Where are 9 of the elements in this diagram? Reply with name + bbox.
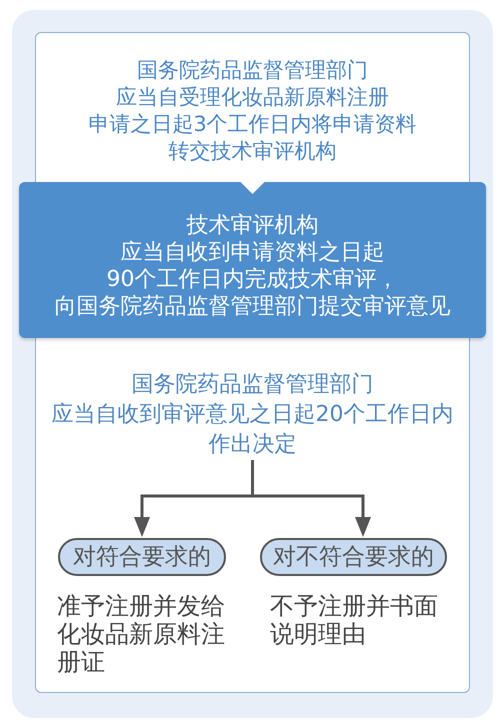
arrow — [251, 460, 371, 537]
condition-pill: 对不符合要求的 — [260, 538, 447, 576]
arrow — [240, 182, 264, 194]
condition-pill: 对符合要求的 — [58, 538, 226, 576]
note-text: 准予注册并发给化妆品新原料注册证 — [57, 592, 225, 676]
decision-text: 国务院药品监督管理部门应当自收到审评意见之日起20个工作日内作出决定 — [40, 370, 465, 460]
process-box: 技术审评机构应当自收到申请资料之日起90个工作日内完成技术审评，向国务院药品监督管理部门提交审评意见 — [19, 182, 486, 338]
note-text: 不予注册并书面说明理由 — [270, 592, 438, 648]
process-box: 国务院药品监督管理部门应当自受理化妆品新原料注册申请之日起3个工作日内将申请资料转交技术审评机构 — [35, 32, 470, 182]
